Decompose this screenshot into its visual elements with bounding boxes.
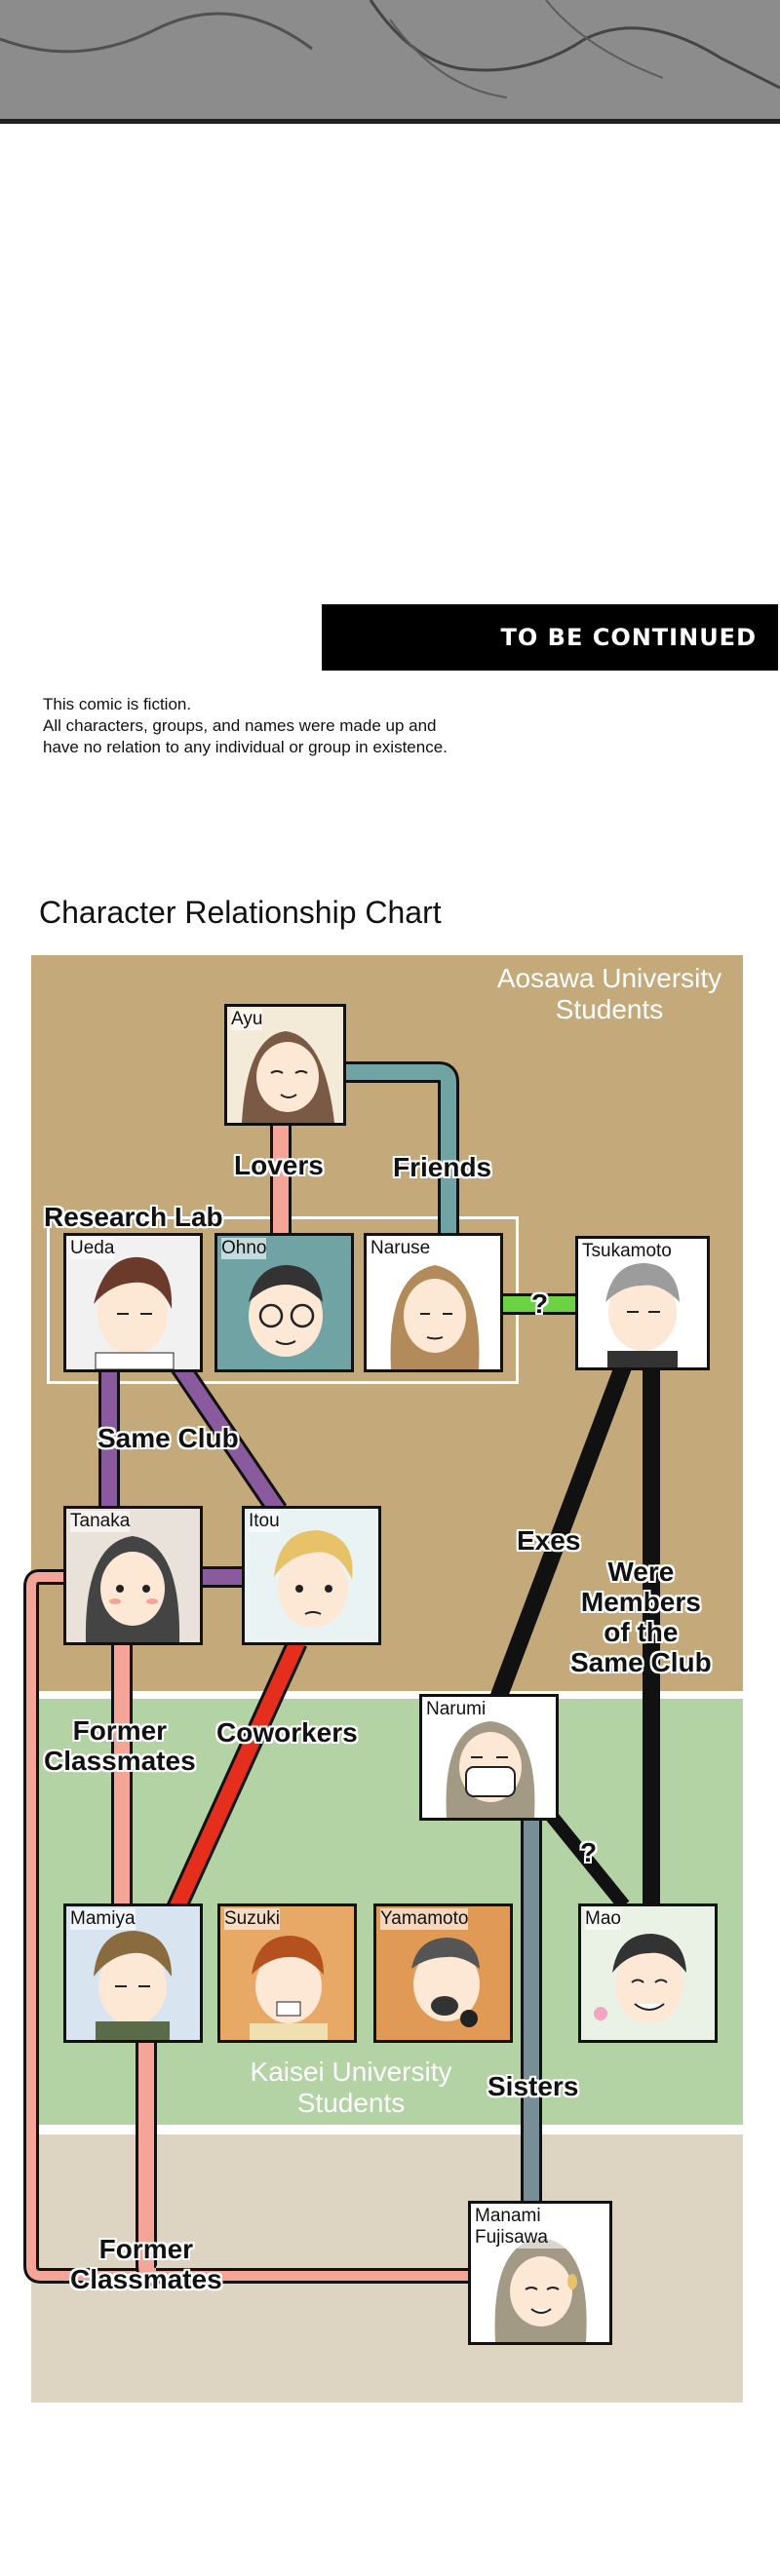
portrait-tsukamoto: Tsukamoto [575, 1236, 710, 1370]
disclaimer-line: All characters, groups, and names were m… [43, 716, 437, 735]
friends-label: Friends [393, 1152, 492, 1182]
classmates-line-2 [26, 1572, 473, 2281]
character-name: Suzuki [224, 1908, 281, 1930]
character-name: Mao [585, 1908, 621, 1930]
classmates-line-3 [138, 2042, 157, 2284]
face-art [390, 1265, 480, 1369]
portrait-suzuki: Suzuki [217, 1903, 357, 2043]
former-classmates-label-2: Former Classmates [70, 2234, 222, 2294]
disclaimer-line: This comic is fiction. [43, 695, 192, 713]
face-art [605, 1263, 680, 1367]
character-name-line: Manami [475, 2206, 541, 2226]
region-divider [31, 1691, 743, 1699]
former-classmates-line: Former [72, 1715, 168, 1746]
portrait-narumi: Narumi [419, 1694, 559, 1821]
to-be-continued-banner: TO BE CONTINUED [322, 604, 778, 671]
comic-panel-art [0, 0, 780, 119]
kaisei-label: Kaisei University Students [214, 2057, 488, 2119]
former-classmates-line: Classmates [44, 1746, 196, 1776]
were-members-line: of the [604, 1617, 679, 1647]
coworkers-label: Coworkers [216, 1717, 358, 1748]
character-name: Mamiya [70, 1908, 136, 1930]
lovers-label: Lovers [234, 1150, 324, 1180]
character-name-line: Fujisawa [475, 2227, 548, 2248]
face-art [249, 1265, 323, 1357]
former-classmates-label: Former Classmates [44, 1715, 196, 1776]
friends-line [346, 1064, 456, 1238]
portrait-tanaka: Tanaka [63, 1506, 203, 1645]
face-art [242, 1031, 334, 1123]
portrait-naruse: Naruse [364, 1233, 503, 1372]
character-name: Yamamoto [380, 1908, 469, 1930]
character-name: Tsukamoto [582, 1241, 672, 1262]
sisters-label: Sisters [488, 2071, 579, 2101]
face-art [594, 1934, 686, 2023]
character-name: Narumi [426, 1699, 487, 1720]
face-art [446, 1721, 535, 1818]
face-art [411, 1938, 480, 2027]
chart-title: Character Relationship Chart [39, 895, 442, 930]
were-members-line: Members [580, 1587, 701, 1617]
portrait-ueda: Ueda [63, 1233, 203, 1372]
portrait-yamamoto: Yamamoto [373, 1903, 513, 2043]
coworkers-line [168, 1638, 305, 1914]
face-art [494, 2238, 587, 2342]
same-club-line [169, 1355, 285, 1516]
exes-line [488, 1361, 633, 1705]
unknown-label: ? [531, 1288, 549, 1319]
kaisei-label-line: Students [296, 2088, 406, 2118]
portrait-manami: Manami Fujisawa [468, 2201, 612, 2345]
disclaimer-line: have no relation to any individual or gr… [43, 738, 448, 756]
aosawa-label-line: Aosawa University [496, 963, 722, 993]
character-name: Ayu [231, 1009, 263, 1030]
character-name: Tanaka [70, 1511, 131, 1532]
character-name: Ueda [70, 1238, 115, 1259]
character-name: Manami Fujisawa [475, 2206, 572, 2249]
same-club-label: Same Club [98, 1423, 239, 1453]
portrait-ayu: Ayu [224, 1004, 346, 1126]
portrait-mamiya: Mamiya [63, 1903, 203, 2043]
comic-panel-edge [0, 0, 780, 124]
kaisei-label-line: Kaisei University [250, 2057, 452, 2087]
face-art [94, 1256, 175, 1369]
exes-label: Exes [517, 1525, 581, 1556]
portrait-mao: Mao [578, 1903, 718, 2043]
research-lab-label: Research Lab [44, 1202, 223, 1232]
disclaimer: This comic is fiction. All characters, g… [43, 694, 550, 758]
former-classmates-line: Former [98, 2234, 194, 2264]
character-name: Ohno [221, 1238, 267, 1259]
face-art [250, 1936, 328, 2040]
unknown-label-2: ? [580, 1837, 598, 1867]
face-art [94, 1931, 172, 2040]
face-art [274, 1530, 353, 1628]
face-art [85, 1536, 180, 1642]
portrait-ohno: Ohno [214, 1233, 354, 1372]
former-classmates-line: Classmates [70, 2264, 222, 2294]
were-members-label: Were Members of the Same Club [570, 1557, 712, 1677]
aosawa-label: Aosawa University Students [473, 963, 746, 1025]
region-divider [31, 2125, 743, 2134]
aosawa-label-line: Students [555, 994, 664, 1024]
character-name: Itou [249, 1511, 280, 1532]
were-members-line: Were [607, 1557, 675, 1587]
were-members-line: Same Club [570, 1647, 712, 1677]
portrait-itou: Itou [242, 1506, 381, 1645]
character-name: Naruse [370, 1238, 431, 1259]
